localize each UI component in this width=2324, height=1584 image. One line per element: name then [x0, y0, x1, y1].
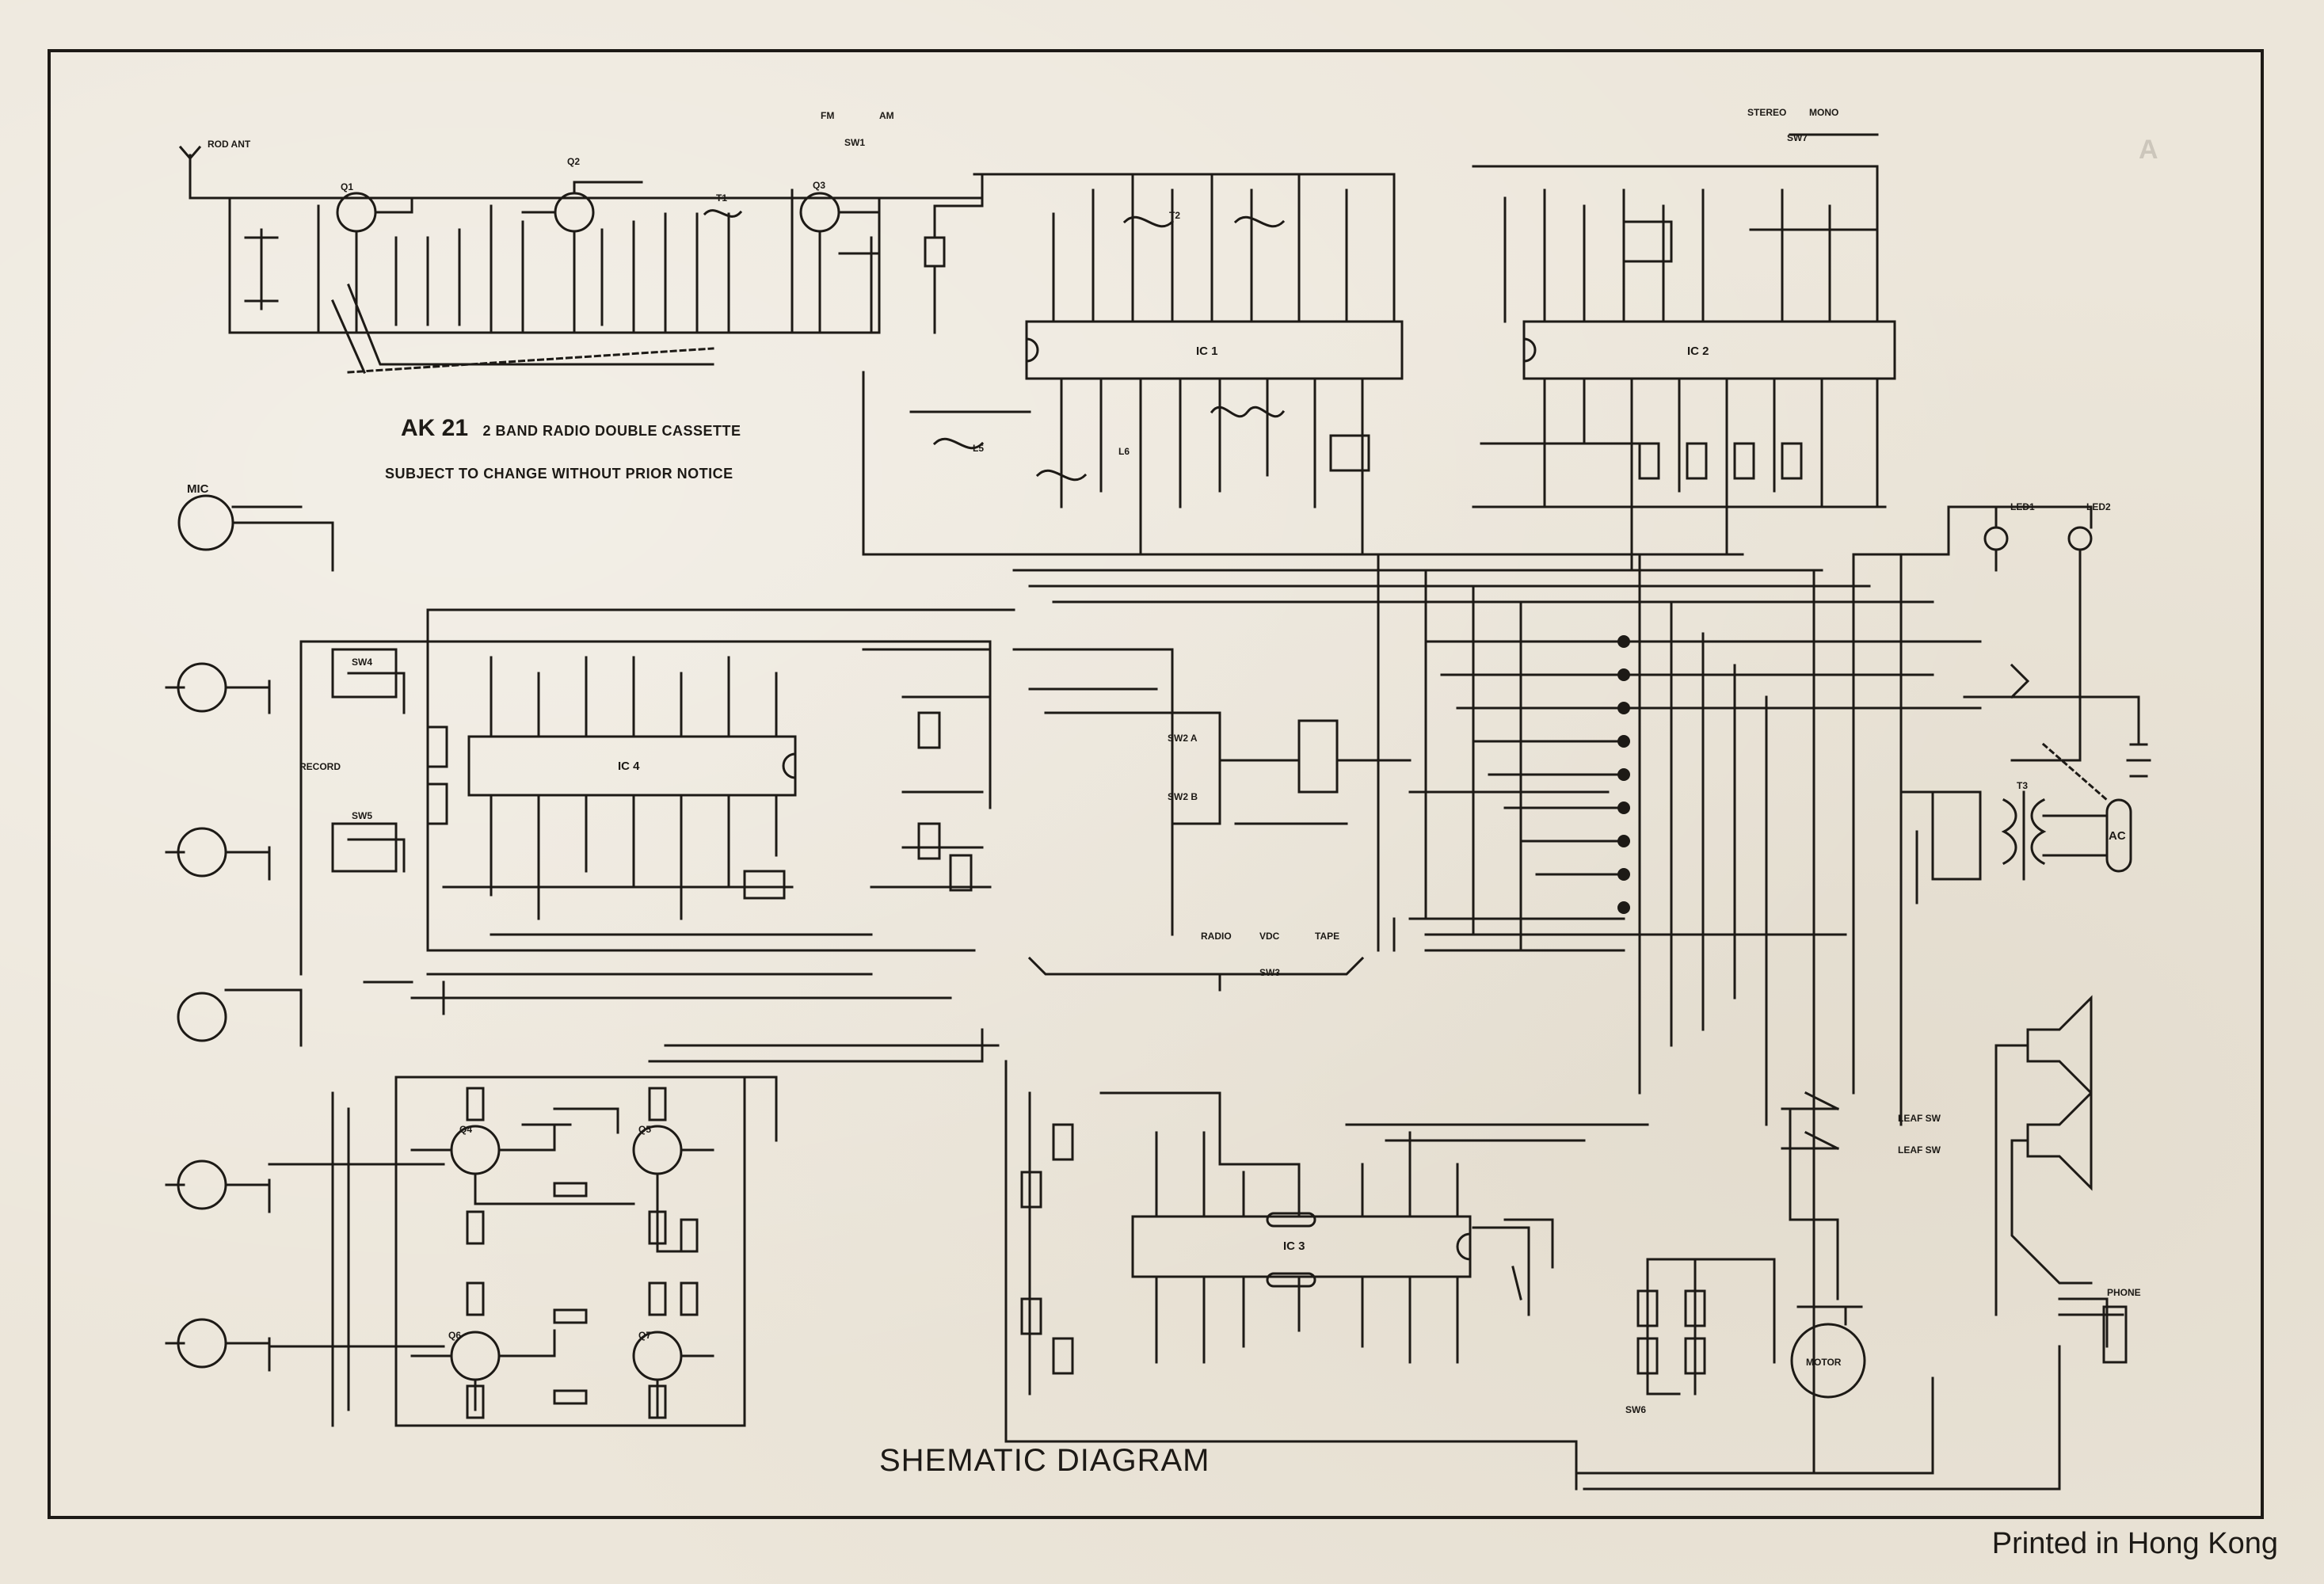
l6-label: L6: [1118, 446, 1130, 457]
q7-label: Q7: [638, 1330, 651, 1341]
show-through-text: A: [2139, 135, 2158, 165]
leaf-switch-1-label: LEAF SW: [1898, 1113, 1941, 1124]
diagram-frame: [48, 49, 2264, 1519]
band-fm-label: FM: [821, 110, 834, 121]
sw7-label: SW7: [1787, 132, 1808, 143]
input-jacks: [165, 494, 334, 1372]
leaf-switch-2-label: LEAF SW: [1898, 1144, 1941, 1156]
q3-label: Q3: [813, 180, 825, 191]
ic4-label: IC 4: [618, 760, 640, 773]
output-region: [1575, 995, 2128, 1491]
model-subtitle: 2 BAND RADIO DOUBLE CASSETTE: [482, 423, 741, 439]
t2-label: T2: [1169, 210, 1180, 221]
band-am-label: AM: [879, 110, 894, 121]
record-label: RECORD: [299, 761, 341, 772]
q1-label: Q1: [341, 181, 353, 192]
title-block: AK 21 2 BAND RADIO DOUBLE CASSETTE SUBJE…: [385, 415, 741, 482]
vdc-label: VDC: [1259, 931, 1280, 942]
led2-symbol: [2067, 526, 2093, 551]
sw1-label: SW1: [844, 137, 865, 148]
ac-label: AC: [2109, 829, 2126, 843]
ic4-region: [299, 608, 1015, 976]
mic-label: MIC: [187, 482, 209, 496]
antenna-label: ROD ANT: [208, 139, 251, 150]
model-name: AK 21: [401, 415, 469, 441]
ic1-label: IC 1: [1196, 345, 1218, 358]
radio-label: RADIO: [1201, 931, 1232, 942]
sw5-label: SW5: [352, 810, 372, 821]
led1-symbol: [1983, 526, 2009, 551]
q5-label: Q5: [638, 1124, 651, 1135]
radio-front-end: [178, 145, 984, 374]
q6-label: Q6: [448, 1330, 461, 1341]
ic2-label: IC 2: [1687, 345, 1709, 358]
ic3-chip: [1131, 1215, 1472, 1278]
ic1-region: [862, 173, 1404, 556]
preamp-region: [268, 973, 1000, 1427]
switch-bus-region: [989, 553, 1982, 1126]
ic3-region: [1004, 1060, 1649, 1491]
sw6-label: SW6: [1625, 1404, 1646, 1415]
power-region: [1852, 505, 2151, 904]
motor-label: MOTOR: [1806, 1357, 1842, 1368]
ic2-region: [1472, 133, 1896, 572]
sw3-label: SW3: [1259, 967, 1280, 978]
l5-label: L5: [973, 443, 984, 454]
ac-plug-symbol: [2105, 798, 2132, 873]
t1-label: T1: [716, 192, 727, 204]
sw4-label: SW4: [352, 657, 372, 668]
led1-label: LED1: [2010, 501, 2035, 512]
phone-label: PHONE: [2107, 1287, 2141, 1298]
diagram-caption: SHEMATIC DIAGRAM: [879, 1443, 1210, 1478]
t3-label: T3: [2017, 780, 2028, 791]
tape-label: TAPE: [1315, 931, 1339, 942]
q2-label: Q2: [567, 156, 580, 167]
sw2a-label: SW2 A: [1168, 733, 1198, 744]
ic1-chip: [1025, 320, 1404, 380]
mic-symbol: [177, 494, 234, 551]
motor-symbol: [1790, 1323, 1866, 1399]
stereo-label: STEREO: [1747, 107, 1786, 118]
q4-label: Q4: [459, 1124, 472, 1135]
ic3-label: IC 3: [1283, 1239, 1305, 1253]
printed-in-footer: Printed in Hong Kong: [1991, 1527, 2278, 1560]
change-notice: SUBJECT TO CHANGE WITHOUT PRIOR NOTICE: [385, 466, 733, 482]
sw2b-label: SW2 B: [1168, 791, 1198, 802]
ic4-chip: [467, 735, 797, 797]
component-labels: ROD ANT FM AM SW1 STEREO MONO SW7 IC 1 I…: [187, 107, 2141, 1415]
ic2-chip: [1522, 320, 1896, 380]
mono-label: MONO: [1809, 107, 1838, 118]
led2-label: LED2: [2086, 501, 2111, 512]
